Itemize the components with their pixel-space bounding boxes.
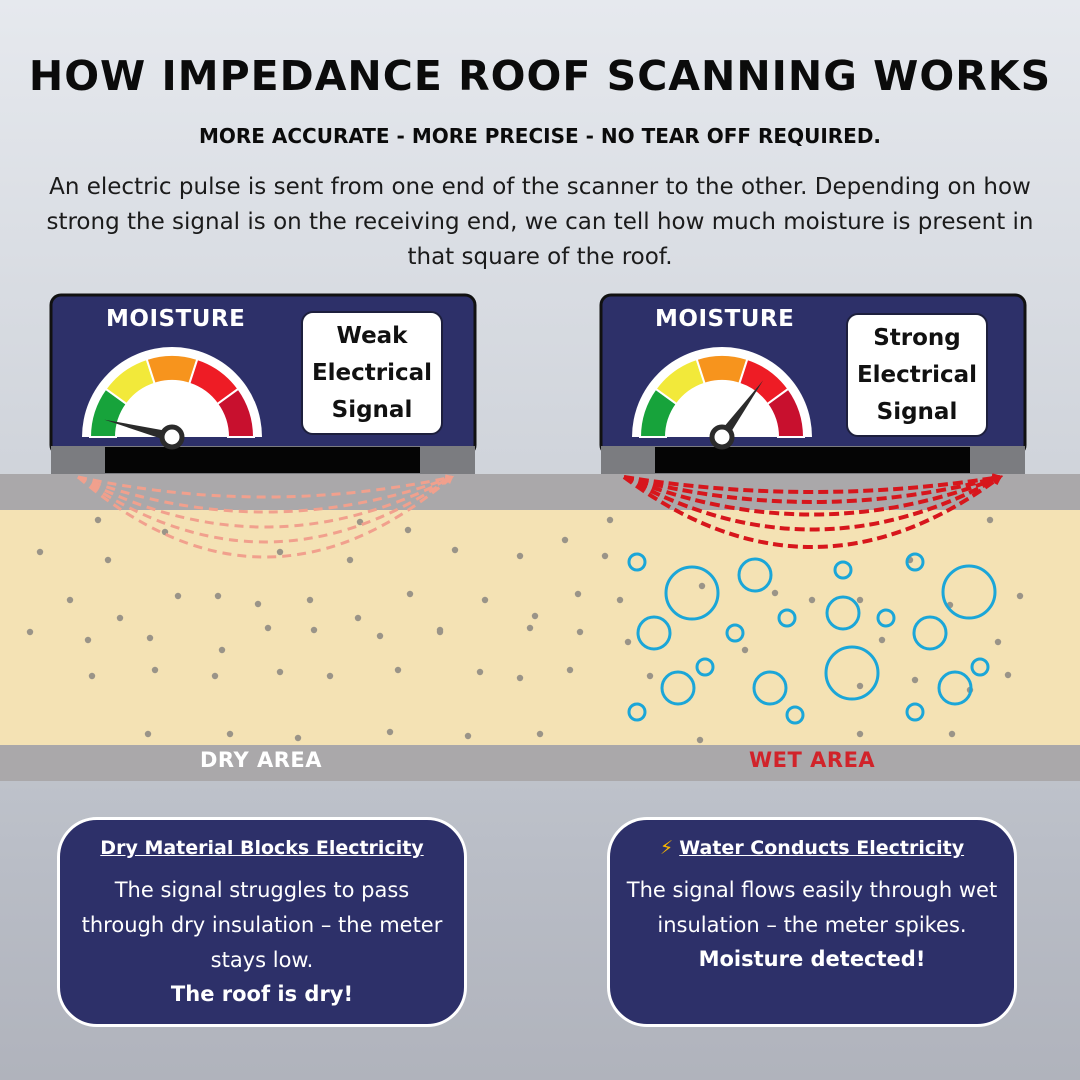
signal-line: Electrical: [856, 361, 978, 388]
card-conclusion: The roof is dry!: [170, 982, 354, 1006]
signal-box-strong: Strong Electrical Signal: [846, 313, 988, 437]
roof-deck-layer: [0, 745, 1080, 781]
card-conclusion: Moisture detected!: [698, 947, 926, 971]
wet-area-label: WET AREA: [749, 748, 876, 772]
card-body: The signal flows easily through wet insu…: [626, 878, 998, 937]
card-body: The signal struggles to pass through dry…: [81, 878, 443, 972]
signal-line: Signal: [876, 398, 958, 425]
dry-explanation-card: Dry Material Blocks Electricity The sign…: [57, 817, 467, 1027]
gauge-darkred-segment: [215, 387, 256, 438]
gauge-needle: [709, 380, 764, 450]
water-bubbles: [627, 552, 997, 725]
gauge-darkred-segment: [765, 387, 806, 438]
intro-paragraph: An electric pulse is sent from one end o…: [46, 174, 1034, 270]
insulation-layer: [0, 510, 1080, 745]
lightning-icon: ⚡: [659, 837, 674, 859]
wet-explanation-card: ⚡Water Conducts Electricity The signal f…: [607, 817, 1017, 1027]
page-title: HOW IMPEDANCE ROOF SCANNING WORKS: [28, 52, 1052, 100]
signal-line: Weak: [336, 322, 408, 349]
card-heading: Dry Material Blocks Electricity: [100, 837, 424, 859]
card-heading-row: ⚡Water Conducts Electricity: [610, 837, 1014, 859]
weak-signal-arcs: [77, 474, 454, 559]
signal-line: Strong: [873, 324, 961, 351]
gauge-needle: [104, 419, 185, 450]
dry-area-label: DRY AREA: [200, 748, 322, 772]
moisture-gauge-wet: [632, 347, 812, 450]
roof-membrane-layer: [0, 474, 1080, 510]
insulation-speckles: [26, 516, 1024, 744]
signal-line: Signal: [331, 396, 413, 423]
meter-label-wet: MOISTURE: [655, 306, 795, 332]
page-subtitle: MORE ACCURATE - MORE PRECISE - NO TEAR O…: [198, 124, 882, 148]
signal-line: Electrical: [311, 359, 433, 386]
meter-label-dry: MOISTURE: [106, 306, 246, 332]
signal-box-weak: Weak Electrical Signal: [301, 311, 443, 435]
moisture-gauge-dry: [82, 347, 262, 450]
strong-signal-arcs: [622, 473, 1003, 549]
card-heading: Water Conducts Electricity: [679, 837, 965, 859]
